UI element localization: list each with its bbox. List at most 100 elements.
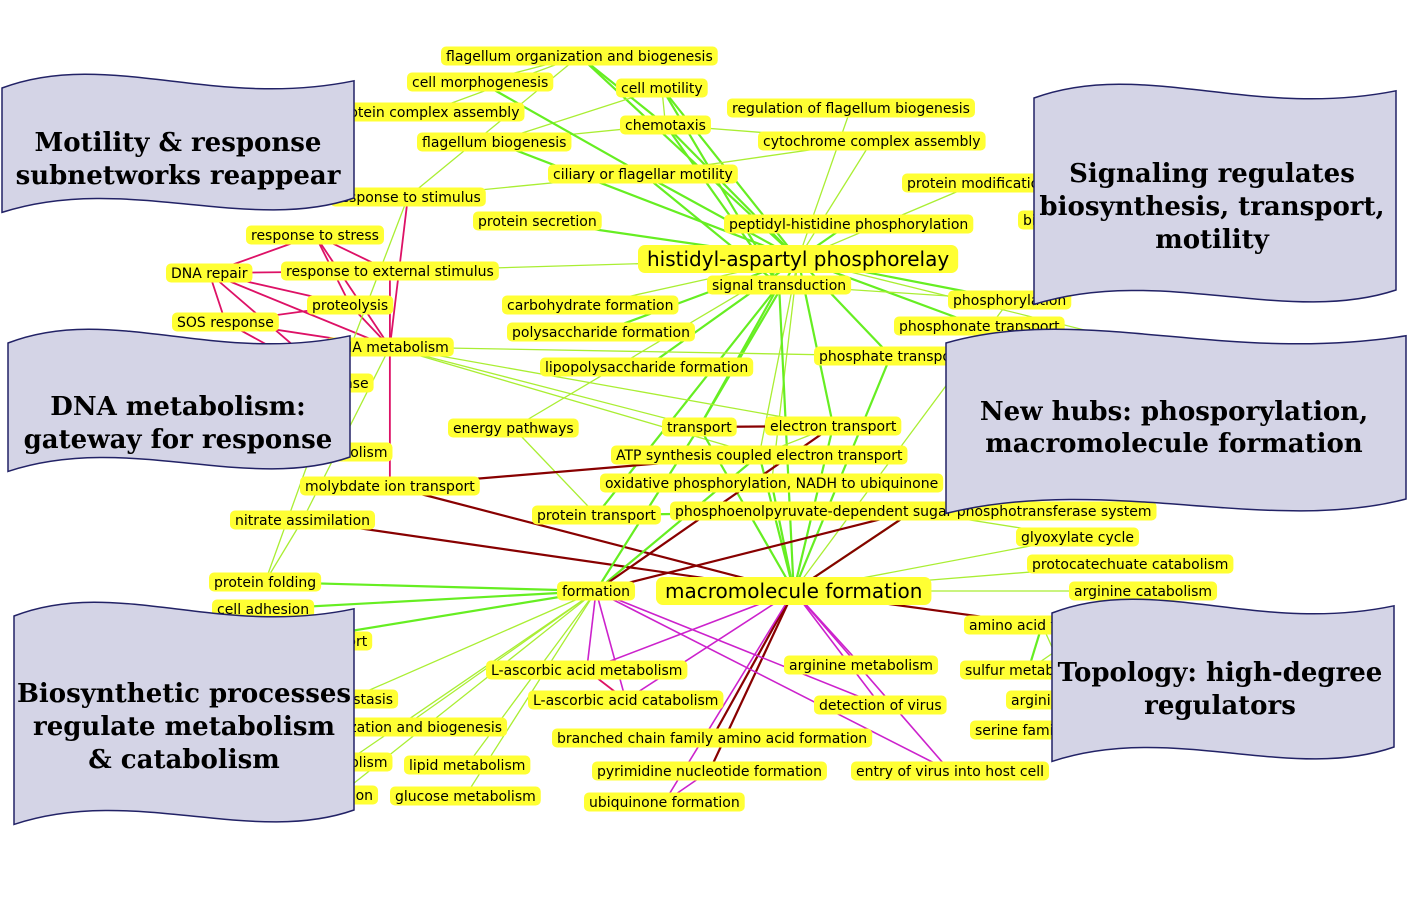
node-label: peptidyl-histidine phosphorylation <box>729 217 968 233</box>
node-protein-folding[interactable]: protein folding <box>209 572 322 592</box>
edge-formation-to-pep <box>595 505 916 593</box>
node-ciliary[interactable]: ciliary or flagellar motility <box>548 164 738 184</box>
node-entry[interactable]: entry of virus into host cell <box>851 761 1049 781</box>
node-lipid[interactable]: lipid metabolism <box>404 755 531 775</box>
node-protein-secretion[interactable]: protein secretion <box>473 211 602 231</box>
node-sos[interactable]: SOS response <box>172 312 279 332</box>
node-box <box>611 445 908 465</box>
node-cytochrome[interactable]: cytochrome complex assembly <box>758 131 986 151</box>
node-box <box>407 72 554 92</box>
node-peptidyl[interactable]: peptidyl-histidine phosphorylation <box>724 214 974 234</box>
node-energy[interactable]: energy pathways <box>448 418 579 438</box>
node-label: arginine metabolism <box>789 658 933 674</box>
node-cell-motility[interactable]: cell motility <box>616 78 708 98</box>
node-dna-repair[interactable]: DNA repair <box>166 263 253 283</box>
node-label: oxidative phosphorylation, NADH to ubiqu… <box>605 476 938 492</box>
node-histidyl[interactable]: histidyl-aspartyl phosphorelay <box>638 245 959 273</box>
node-molybdate[interactable]: molybdate ion transport <box>300 476 480 496</box>
node-branched[interactable]: branched chain family amino acid formati… <box>552 728 873 748</box>
node-chemotaxis[interactable]: chemotaxis <box>620 115 711 135</box>
node-label: entry of virus into host cell <box>856 764 1044 780</box>
node-lipopoly[interactable]: lipopolysaccharide formation <box>540 357 754 377</box>
node-flag-org[interactable]: flagellum organization and biogenesis <box>441 46 718 66</box>
node-phosphate[interactable]: phosphate transport <box>814 346 968 366</box>
node-label: cell morphogenesis <box>412 75 548 91</box>
edge-macro-to-molybdate <box>387 480 794 593</box>
node-label: detection of virus <box>819 698 942 714</box>
node-macro[interactable]: macromolecule formation <box>656 577 932 605</box>
node-electron[interactable]: electron transport <box>765 416 902 436</box>
node-glyoxylate[interactable]: glyoxylate cycle <box>1016 527 1139 547</box>
node-label: phosphate transport <box>819 349 963 365</box>
node-polysacch[interactable]: polysaccharide formation <box>507 322 695 342</box>
node-arginine-met[interactable]: arginine metabolism <box>784 655 939 675</box>
node-flag-bio[interactable]: flagellum biogenesis <box>417 132 572 152</box>
edge-histidyl-to-chemotaxis <box>664 124 799 260</box>
edge-macro-to-entry <box>793 590 955 776</box>
node-oxphos[interactable]: oxidative phosphorylation, NADH to ubiqu… <box>600 473 944 493</box>
banner-line: biosynthesis, transport, <box>1039 192 1384 222</box>
banner-line: regulators <box>1144 691 1296 721</box>
node-label: DNA metabolism <box>331 340 449 356</box>
node-label: lipid metabolism <box>409 758 525 774</box>
node-label: L-ascorbic acid catabolism <box>533 693 718 709</box>
node-label: phosphoenolpyruvate-dependent sugar phos… <box>675 504 1152 520</box>
node-protein-mod[interactable]: protein modification <box>902 173 1054 193</box>
node-box <box>552 728 873 748</box>
node-label: ATP synthesis coupled electron transport <box>616 448 903 464</box>
node-nitrate[interactable]: nitrate assimilation <box>230 510 376 530</box>
node-detection[interactable]: detection of virus <box>814 695 947 715</box>
node-reg-flag[interactable]: regulation of flagellum biogenesis <box>727 98 975 118</box>
node-box <box>330 187 486 207</box>
node-lascorbic-cat[interactable]: L-ascorbic acid catabolism <box>528 690 724 710</box>
node-box <box>507 322 695 342</box>
node-resp-stimulus[interactable]: response to stimulus <box>330 187 486 207</box>
node-protocatechuate[interactable]: protocatechuate catabolism <box>1027 554 1234 574</box>
node-label: carbohydrate formation <box>507 298 673 314</box>
node-label: energy pathways <box>453 421 574 437</box>
node-box <box>814 695 947 715</box>
node-box <box>404 755 531 775</box>
edge-formation-to-lascorbic_met <box>581 590 597 672</box>
node-box <box>307 295 394 315</box>
node-box <box>473 211 602 231</box>
node-glucose[interactable]: glucose metabolism <box>390 786 541 806</box>
node-box <box>727 98 975 118</box>
node-box <box>417 132 572 152</box>
node-label: protein transport <box>537 508 656 524</box>
node-pyrimidine[interactable]: pyrimidine nucleotide formation <box>592 761 827 781</box>
node-arginine-cat[interactable]: arginine catabolism <box>1069 581 1218 601</box>
node-formation[interactable]: formation <box>557 581 636 601</box>
node-box <box>300 476 480 496</box>
node-dna-metab[interactable]: DNA metabolism <box>326 337 454 357</box>
banner-line: Biosynthetic processes <box>17 679 351 709</box>
node-resp-external[interactable]: response to external stimulus <box>281 261 499 281</box>
node-label: electron transport <box>770 419 897 435</box>
node-box <box>1016 527 1139 547</box>
node-resp-stress[interactable]: response to stress <box>246 225 384 245</box>
node-transport[interactable]: transport <box>662 417 737 437</box>
node-signal[interactable]: signal transduction <box>707 275 852 295</box>
node-box <box>246 225 384 245</box>
node-cell-adhesion[interactable]: cell adhesion <box>212 599 315 619</box>
node-protein-complex[interactable]: protein complex assembly <box>330 102 525 122</box>
node-label: formation <box>562 584 630 600</box>
node-box <box>281 261 499 281</box>
node-pep[interactable]: phosphoenolpyruvate-dependent sugar phos… <box>670 501 1157 521</box>
node-proteolysis[interactable]: proteolysis <box>307 295 394 315</box>
node-box <box>532 505 661 525</box>
node-cell-morph[interactable]: cell morphogenesis <box>407 72 554 92</box>
node-protein-transport[interactable]: protein transport <box>532 505 661 525</box>
node-ubiquinone[interactable]: ubiquinone formation <box>584 792 745 812</box>
edge-signal-to-transport <box>698 284 781 428</box>
node-lascorbic-met[interactable]: L-ascorbic acid metabolism <box>486 660 688 680</box>
edge-histidyl-to-ciliary <box>642 173 799 260</box>
node-label: response to external stimulus <box>286 264 494 280</box>
node-carb[interactable]: carbohydrate formation <box>502 295 679 315</box>
node-atp[interactable]: ATP synthesis coupled electron transport <box>611 445 908 465</box>
node-label: protein folding <box>214 575 316 591</box>
